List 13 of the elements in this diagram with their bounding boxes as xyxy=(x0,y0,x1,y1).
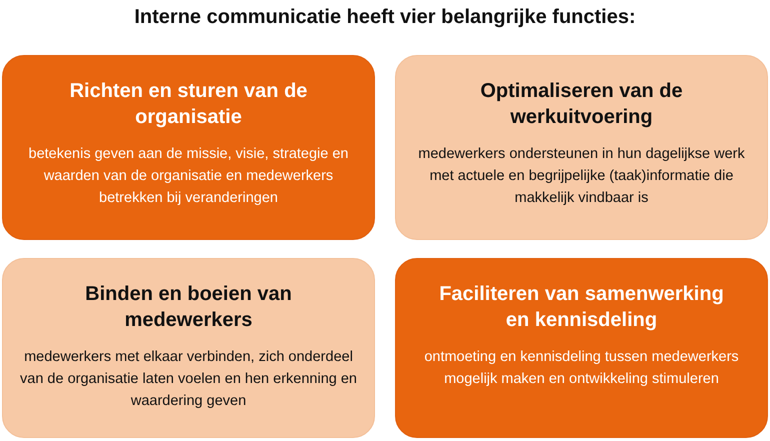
card-heading: Optimaliseren van de werkuitvoering xyxy=(479,79,684,130)
card-description: ontmoeting en kennisdeling tussen medewerkers mogelijk maken en ontwikkeling stimuleren xyxy=(423,348,740,389)
card-description: medewerkers ondersteunen in hun dagelijkse werk met actuele en begrijpelijke (taak)informatie die makkelijk vindbaar is xyxy=(417,145,746,208)
card-heading: Binden en boeien van medewerkers xyxy=(84,282,293,333)
title: Interne communicatie heeft vier belangrijke functies: xyxy=(133,6,637,29)
card-heading: Faciliteren van samenwerking en kennisdeling xyxy=(438,282,725,333)
function-card xyxy=(2,258,375,438)
function-card xyxy=(395,55,768,240)
card-description: betekenis geven aan de missie, visie, strategie en waarden van de organisatie en medewerkers betrekken bij veranderingen xyxy=(28,145,350,208)
card-heading: Richten en sturen van de organisatie xyxy=(68,79,308,130)
function-card xyxy=(2,55,375,240)
card-description: medewerkers met elkaar verbinden, zich onderdeel van de organisatie laten voelen en hen erkenning en waardering geven xyxy=(19,348,358,410)
function-card xyxy=(395,258,768,438)
